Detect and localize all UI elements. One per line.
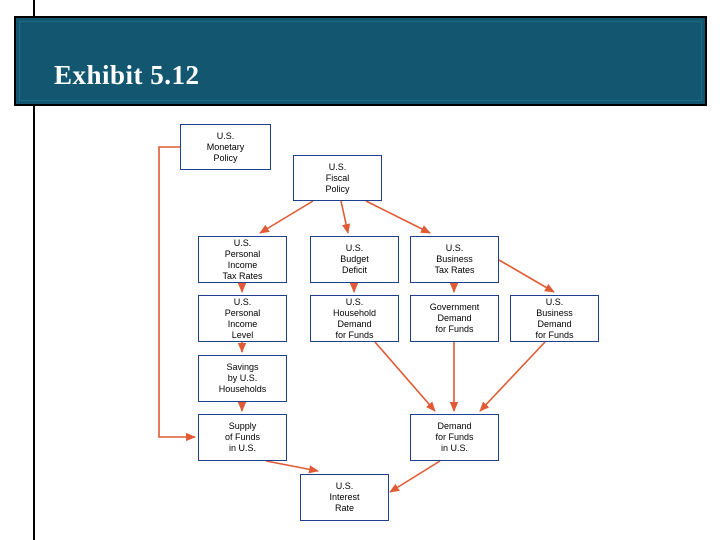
node-us-interest-rate[interactable]: U.S. Interest Rate [300,474,389,521]
connector-supply-of-funds-in-us-to-us-interest-rate [265,460,319,474]
node-label: Government Demand for Funds [429,302,480,334]
connector-us-fiscal-policy-to-us-personal-income-tax [259,200,314,234]
connector-us-business-demand-to-demand-for-funds-in-us [479,341,546,412]
connector-us-household-demand-to-demand-for-funds-in-us [374,341,436,412]
connector-us-fiscal-policy-to-us-business-tax-rates [365,200,431,234]
node-us-personal-income-tax[interactable]: U.S. Personal Income Tax Rates [198,236,287,283]
node-label: U.S. Personal Income Level [224,296,261,340]
connector-us-monetary-policy-to-supply-of-funds-in-us [158,146,196,442]
node-label: U.S. Fiscal Policy [325,161,350,194]
connector-demand-for-funds-in-us-to-us-interest-rate [389,460,441,493]
node-supply-of-funds-in-us[interactable]: Supply of Funds in U.S. [198,414,287,461]
node-label: Savings by U.S. Households [218,362,267,394]
node-savings-by-us-households[interactable]: Savings by U.S. Households [198,355,287,402]
title-banner-inner-border [19,21,702,101]
node-us-personal-income-level[interactable]: U.S. Personal Income Level [198,295,287,342]
node-label: Supply of Funds in U.S. [224,421,261,453]
node-label: U.S. Business Demand for Funds [535,296,574,340]
node-us-fiscal-policy[interactable]: U.S. Fiscal Policy [293,155,382,201]
node-label: U.S. Household Demand for Funds [332,296,377,340]
node-label: U.S. Budget Deficit [340,243,369,275]
node-label: U.S. Interest Rate [329,481,360,513]
left-margin-rule [33,0,35,540]
node-us-business-tax-rates[interactable]: U.S. Business Tax Rates [410,236,499,283]
title-banner: Exhibit 5.12 [14,16,707,106]
node-government-demand[interactable]: Government Demand for Funds [410,295,499,342]
node-label: U.S. Personal Income Tax Rates [222,237,263,281]
node-label: Demand for Funds in U.S. [435,421,474,453]
node-us-monetary-policy[interactable]: U.S. Monetary Policy [180,124,271,170]
node-us-business-demand[interactable]: U.S. Business Demand for Funds [510,295,599,342]
connector-us-fiscal-policy-to-us-budget-deficit [340,200,351,234]
node-label: U.S. Business Tax Rates [434,243,475,275]
node-demand-for-funds-in-us[interactable]: Demand for Funds in U.S. [410,414,499,461]
node-us-budget-deficit[interactable]: U.S. Budget Deficit [310,236,399,283]
node-label: U.S. Monetary Policy [206,130,245,163]
connector-us-business-tax-rates-to-us-business-demand [498,259,555,293]
page-title: Exhibit 5.12 [54,60,200,90]
node-us-household-demand[interactable]: U.S. Household Demand for Funds [310,295,399,342]
